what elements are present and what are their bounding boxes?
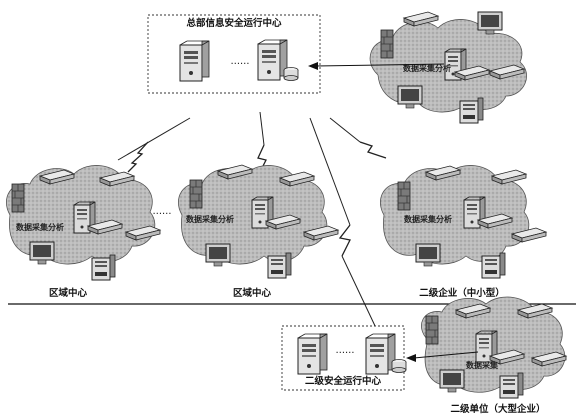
firewall-icon — [397, 181, 411, 211]
region-2-caption: 区域中心 — [233, 287, 272, 299]
between-regions-ellipsis: …… — [153, 206, 172, 217]
pc-icon — [91, 254, 116, 281]
region-3-cloud-label: 数据采集分析 — [404, 214, 452, 224]
lightning-link-icon — [338, 224, 351, 257]
arrow-head-icon — [308, 62, 318, 70]
sub-ellipsis: …… — [336, 345, 355, 356]
report-arrow — [413, 351, 479, 359]
region-2-cloud-label: 数据采集分析 — [186, 214, 234, 224]
hq-storage-disk-icon — [283, 67, 299, 81]
hq-title: 总部信息安全运行中心 — [186, 17, 282, 29]
region-1-cloud-label: 数据采集分析 — [16, 222, 64, 232]
lightning-link-icon — [359, 141, 387, 159]
hq-server-right-icon — [257, 39, 288, 81]
pc-icon — [459, 97, 484, 124]
uplinks — [117, 111, 387, 329]
hq-ellipsis: …… — [231, 56, 250, 67]
hq-cloud-label: 数据采集分析 — [403, 63, 451, 73]
region-1-caption: 区域中心 — [49, 287, 88, 299]
large-unit-caption: 二级单位（大型企业） — [450, 403, 545, 415]
firewall-icon — [11, 183, 25, 213]
monitor-icon — [439, 369, 465, 393]
secondary-security-center: …… 二级安全运行中心 — [281, 325, 407, 391]
pc-icon — [481, 252, 506, 279]
switch-icon — [491, 169, 527, 185]
arrow-head-icon — [406, 354, 416, 362]
firewall-icon — [425, 315, 439, 345]
region-3-caption: 二级企业（中小型） — [419, 287, 505, 299]
firewall-icon — [380, 29, 394, 59]
lightning-link-icon — [127, 141, 149, 173]
sub-storage-disk-icon — [391, 359, 407, 373]
hq-security-center: 总部信息安全运行中心 …… — [147, 14, 321, 94]
sub-center-title: 二级安全运行中心 — [305, 375, 382, 387]
region-center-1: 数据采集分析 区域中心 — [5, 165, 161, 299]
pc-icon — [499, 372, 524, 399]
hq-data-collection-cloud: 数据采集分析 — [308, 11, 527, 124]
large-unit-cloud-label: 数据采集 — [466, 360, 499, 370]
firewall-icon — [189, 179, 203, 209]
report-arrow — [315, 63, 445, 67]
sub-server-left-icon — [297, 333, 328, 375]
monitor-icon — [397, 85, 423, 109]
hq-server-left-icon — [179, 40, 210, 82]
pc-icon — [267, 252, 292, 279]
region-center-2: 数据采集分析 区域中心 — [177, 164, 339, 299]
switch-icon — [403, 11, 439, 27]
monitor-icon — [205, 243, 231, 267]
monitor-icon — [29, 241, 55, 265]
secondary-unit-large-enterprise: 数据采集 二级单位（大型企业） — [406, 296, 567, 415]
sub-server-right-icon — [365, 333, 396, 375]
secondary-enterprise-sme: 数据采集分析 二级企业（中小型） — [379, 165, 547, 299]
